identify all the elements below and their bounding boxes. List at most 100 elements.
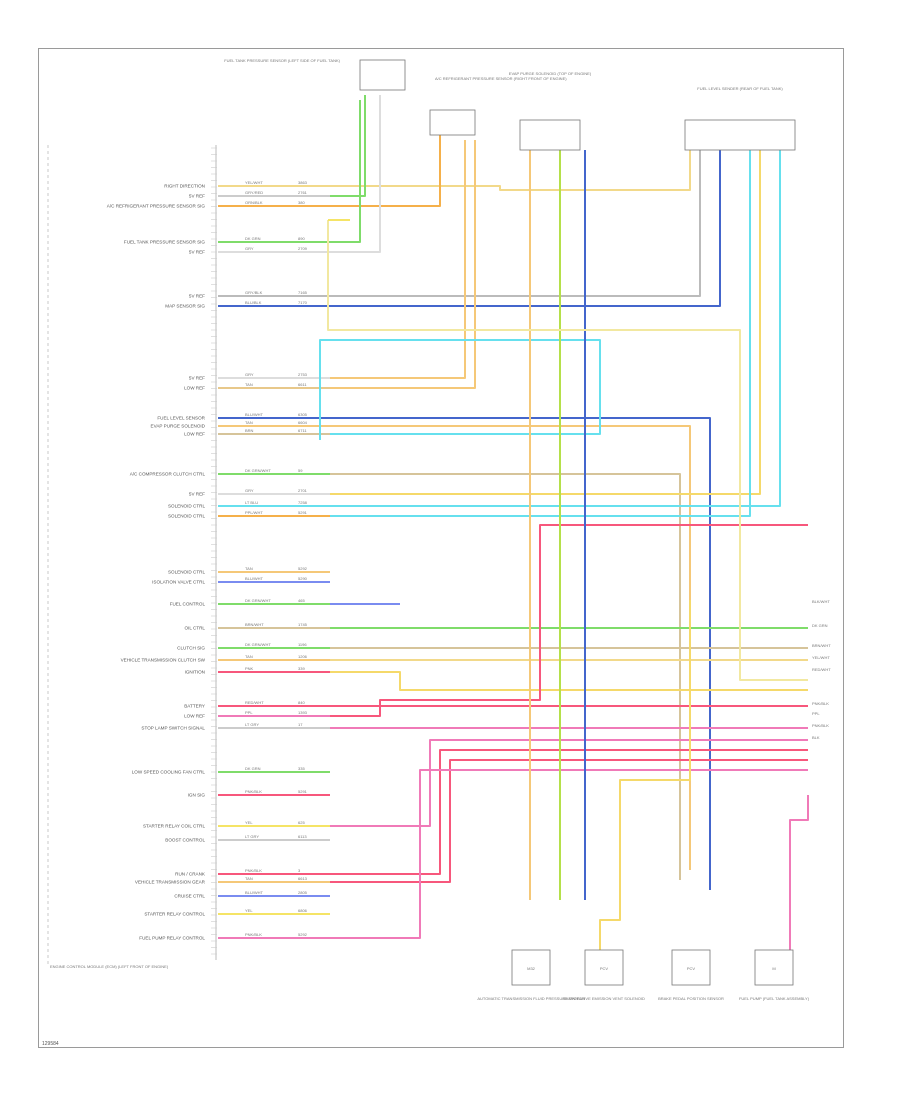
signal-name: IGNITION: [185, 670, 205, 675]
wire-run: [330, 671, 808, 691]
diagram-frame: [38, 48, 844, 1048]
circuit-number: 6113: [298, 834, 307, 839]
component-title: EVAP PURGE SOLENOID (TOP OF ENGINE): [509, 71, 592, 76]
wire-color-code: LT GRY: [245, 722, 259, 727]
circuit-number: 1745: [298, 622, 308, 627]
component-box-label: M: [772, 966, 775, 971]
wire-color-code: TAN: [245, 654, 253, 659]
wire-color-code: ORN/BLK: [245, 200, 263, 205]
circuit-number: 17: [298, 722, 303, 727]
circuit-number: 5291: [298, 789, 308, 794]
right-wire-label: BLK/WHT: [812, 599, 830, 604]
circuit-number: 380: [298, 200, 305, 205]
signal-name: LOW REF: [184, 432, 205, 437]
right-wire-label: PNK/BLK: [812, 701, 829, 706]
signal-name: STARTER RELAY CONTROL: [144, 912, 205, 917]
circuit-number: 1206: [298, 654, 308, 659]
wire-run: [330, 749, 808, 875]
ecm-title: ENGINE CONTROL MODULE (ECM) (LEFT FRONT …: [50, 964, 169, 969]
wire-color-code: BRN/WHT: [245, 622, 264, 627]
signal-name: SOLENOID CTRL: [168, 504, 205, 509]
signal-name: IGN SIG: [188, 793, 206, 798]
wire-color-code: PPL/WHT: [245, 510, 263, 515]
wire-run: [330, 95, 366, 197]
wire-color-code: TAN: [245, 382, 253, 387]
wire-run: [330, 150, 701, 297]
circuit-number: 465: [298, 598, 305, 603]
wire-color-code: PPL: [245, 710, 253, 715]
signal-name: STOP LAMP SWITCH SIGNAL: [141, 726, 205, 731]
wire-color-code: BLU/WHT: [245, 412, 264, 417]
wire-color-code: GRY: [245, 488, 254, 493]
circuit-number: 1196: [298, 642, 307, 647]
signal-name: LOW REF: [184, 714, 205, 719]
wire-color-code: BLU/BLK: [245, 300, 262, 305]
signal-name: A/C COMPRESSOR CLUTCH CTRL: [130, 472, 206, 477]
signal-name: CLUTCH SIG: [177, 646, 205, 651]
footer-code: 129584: [42, 1041, 59, 1047]
circuit-number: 6305: [298, 412, 308, 417]
circuit-number: 625: [298, 820, 305, 825]
circuit-number: 5292: [298, 566, 308, 571]
wire-color-code: DK GRN: [245, 766, 261, 771]
signal-name: RIGHT DIRECTION: [164, 184, 205, 189]
component-title: FUEL PUMP (FUEL TANK ASSEMBLY): [739, 996, 810, 1001]
wire-run: [330, 150, 691, 191]
circuit-number: 2761: [298, 190, 308, 195]
wire-color-code: LT BLU: [245, 500, 258, 505]
circuit-number: 6613: [298, 876, 308, 881]
circuit-number: 6806: [298, 908, 308, 913]
wire-run: [330, 524, 808, 717]
circuit-number: 7258: [298, 500, 308, 505]
fuel-level-sender: [684, 119, 796, 151]
circuit-number: 2709: [298, 246, 308, 251]
component-layer: [47, 59, 796, 986]
signal-name: VEHICLE TRANSMISSION GEAR: [135, 880, 206, 885]
signal-name: RUN / CRANK: [175, 872, 206, 877]
signal-name: CRUISE CTRL: [174, 894, 205, 899]
circuit-number: 5292: [298, 932, 308, 937]
fuel-tank-pressure-sensor: [359, 59, 406, 91]
wire-run: [330, 140, 476, 389]
wire-color-code: DK GRN/WHT: [245, 468, 271, 473]
wire-run: [330, 150, 751, 517]
right-wire-label: PPL: [812, 711, 820, 716]
circuit-number: 840: [298, 700, 305, 705]
signal-name: FUEL CONTROL: [170, 602, 206, 607]
signal-name: FUEL PUMP RELAY CONTROL: [139, 936, 205, 941]
wire-color-code: PNK/BLK: [245, 789, 262, 794]
wire-run: [319, 339, 601, 440]
component-title: FUEL LEVEL SENDER (REAR OF FUEL TANK): [697, 86, 783, 91]
right-wire-label: YEL/WHT: [812, 655, 830, 660]
wire-run: [330, 759, 808, 883]
wire-color-code: GRY: [245, 246, 254, 251]
wire-run: [330, 130, 441, 207]
bottom-component-b4: [754, 949, 794, 986]
circuit-number: 2805: [298, 890, 308, 895]
wire-color-code: PNK: [245, 666, 254, 671]
wire-color-code: RED/WHT: [245, 700, 264, 705]
wire-run: [330, 739, 808, 827]
right-wire-label: DK GRN: [812, 623, 828, 628]
wire-color-code: PNK/BLK: [245, 932, 262, 937]
ac-refrigerant-sensor: [429, 109, 476, 136]
wire-run: [599, 600, 691, 950]
signal-name: EVAP PURGE SOLENOID: [151, 424, 206, 429]
wire-color-code: PNK/BLK: [245, 868, 262, 873]
component-box-label: PCV: [600, 966, 609, 971]
signal-name: BATTERY: [184, 704, 205, 709]
signal-name: ISOLATION VALVE CTRL: [152, 580, 205, 585]
wire-color-code: BRN: [245, 428, 254, 433]
wire-color-code: YEL: [245, 820, 253, 825]
signal-name: LOW SPEED COOLING FAN CTRL: [132, 770, 206, 775]
wire-color-code: DK GRN/WHT: [245, 642, 271, 647]
circuit-number: 2753: [298, 372, 308, 377]
wire-color-code: GRY: [245, 372, 254, 377]
wire-run: [330, 100, 361, 243]
wire-run: [330, 150, 721, 307]
wire-color-code: DK GRN: [245, 236, 261, 241]
wire-run: [330, 473, 681, 880]
wire-run: [327, 220, 808, 681]
